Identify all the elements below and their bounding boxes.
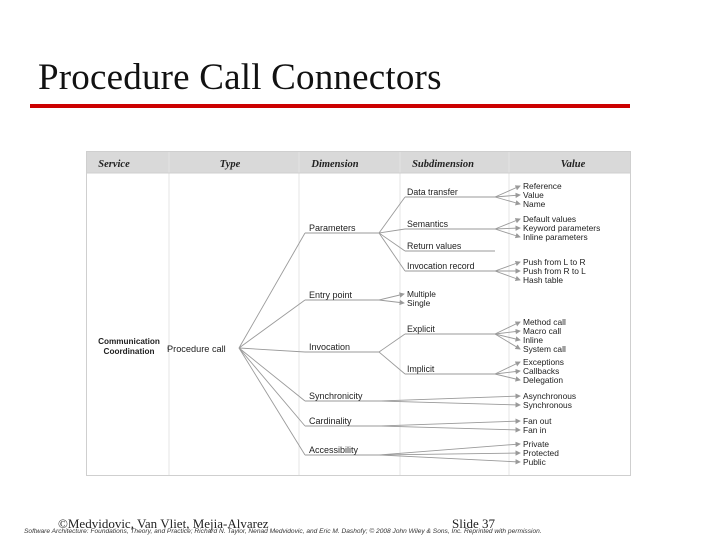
value-inline-parameters: Inline parameters (523, 232, 588, 242)
subdimension-invocation-record: Invocation record (407, 261, 475, 271)
value-hash-table: Hash table (523, 275, 563, 285)
value-push-from-r-to-l: Push from R to L (523, 266, 586, 276)
connector-arrow (378, 418, 521, 427)
connector-arrow (494, 196, 521, 206)
connector-arrow (494, 225, 521, 231)
connector-arrow (378, 292, 405, 301)
value-asynchronous: Asynchronous (523, 391, 576, 401)
connector-arrow (378, 400, 521, 408)
footer-credit: Software Architecture: Foundations, Theo… (24, 528, 542, 535)
header-subdimension: Subdimension (412, 159, 474, 170)
header-band (87, 152, 630, 173)
subdimension-implicit: Implicit (407, 364, 435, 374)
dimension-accessibility: Accessibility (309, 445, 359, 455)
value-inline: Inline (523, 335, 543, 345)
value-keyword-parameters: Keyword parameters (523, 223, 600, 233)
service-coordination: Coordination (104, 347, 155, 356)
connector-arrow (494, 260, 521, 272)
connector-arrow (494, 228, 521, 239)
connector-arrow (378, 450, 521, 456)
connector-arrow (378, 454, 521, 465)
footer-authors: ©Medvidovic, Van Vliet, Mejia-Alvarez (58, 516, 269, 531)
value-name: Name (523, 199, 546, 209)
trunk-line (238, 347, 306, 456)
slide-title: Procedure Call Connectors (38, 57, 442, 98)
branch-line (378, 232, 406, 272)
service-communication: Communication (98, 337, 160, 346)
connector-arrow (378, 425, 521, 433)
value-private: Private (523, 439, 549, 449)
trunk-line (238, 347, 306, 353)
trunk-line (238, 347, 306, 427)
connector-arrow (494, 361, 521, 375)
value-protected: Protected (523, 448, 559, 458)
value-macro-call: Macro call (523, 326, 561, 336)
value-fan-in: Fan in (523, 425, 547, 435)
value-value: Value (523, 190, 544, 200)
value-delegation: Delegation (523, 375, 563, 385)
header-dimension: Dimension (310, 159, 358, 170)
subdimension-explicit: Explicit (407, 324, 435, 334)
branch-line (378, 196, 406, 234)
value-fan-out: Fan out (523, 416, 552, 426)
trunk-line (238, 299, 306, 349)
connector-arrow (378, 441, 521, 456)
value-reference: Reference (523, 181, 562, 191)
value-synchronous: Synchronous (523, 400, 572, 410)
subdimension-data-transfer: Data transfer (407, 187, 458, 197)
connector-arrow (378, 299, 405, 306)
connector-arrow (494, 192, 521, 199)
branch-line (378, 351, 406, 375)
value-default-values: Default values (523, 214, 576, 224)
value-push-from-l-to-r: Push from L to R (523, 257, 586, 267)
header-value: Value (561, 159, 586, 170)
dimension-cardinality: Cardinality (309, 416, 352, 426)
value-callbacks: Callbacks (523, 366, 559, 376)
branch-line (378, 232, 406, 252)
connector-arrow (494, 270, 521, 282)
connector-arrow (494, 333, 521, 350)
header-service: Service (98, 159, 130, 170)
connector-arrow (494, 373, 521, 382)
dimension-invocation: Invocation (309, 342, 350, 352)
value-system-call: System call (523, 344, 566, 354)
value-public: Public (523, 457, 546, 467)
value-method-call: Method call (523, 317, 566, 327)
dimension-synchronicity: Synchronicity (309, 391, 363, 401)
dimension-parameters: Parameters (309, 223, 356, 233)
connector-arrow (494, 185, 521, 198)
value-single: Single (407, 298, 431, 308)
connector-arrow (494, 321, 521, 335)
branch-line (378, 228, 406, 234)
connector-arrow (378, 393, 521, 402)
footer-slide-number: Slide 37 (452, 516, 495, 531)
subdimension-semantics: Semantics (407, 219, 449, 229)
branch-line (378, 333, 406, 353)
connector-arrow (494, 328, 521, 335)
connector-arrow (494, 368, 521, 375)
header-type: Type (220, 159, 241, 170)
value-exceptions: Exceptions (523, 357, 564, 367)
value-multiple: Multiple (407, 289, 436, 299)
trunk-line (238, 347, 306, 402)
type-procedure-call: Procedure call (167, 344, 226, 354)
connector-arrow (494, 218, 521, 230)
dimension-entry-point: Entry point (309, 290, 353, 300)
title-underline (30, 104, 630, 108)
subdimension-return-values: Return values (407, 241, 462, 251)
trunk-line (238, 232, 306, 349)
connector-arrow (494, 333, 521, 342)
